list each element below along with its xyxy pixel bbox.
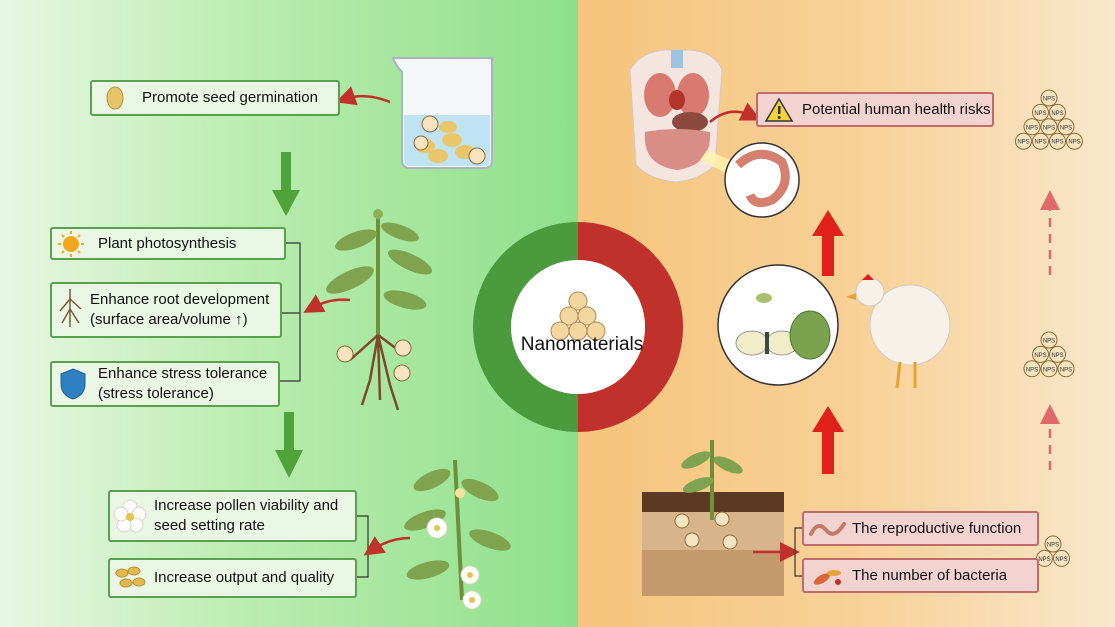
beaker-icon xyxy=(391,57,493,169)
nanoparticle-label: NPS xyxy=(1047,543,1059,549)
flowering-plant-icon xyxy=(404,459,511,610)
flower-icon xyxy=(113,499,147,533)
pollen-viability-box: Increase pollen viability and seed setti… xyxy=(108,490,357,542)
green-down-arrow-1 xyxy=(272,152,300,216)
nanoparticle xyxy=(1049,345,1066,363)
nanoparticle-label: NPS xyxy=(1043,367,1055,373)
seed-germination-label: Promote seed germination xyxy=(142,89,318,106)
nanoparticle xyxy=(1040,89,1058,107)
nanoparticle xyxy=(1023,360,1041,378)
nanoparticle-label: NPS xyxy=(1068,140,1080,146)
bacteria-count-box: The number of bacteria xyxy=(802,558,1039,593)
nanoparticle xyxy=(1053,549,1070,567)
health-risks-label: Potential human health risks xyxy=(802,100,991,118)
output-quality-label: Increase output and quality xyxy=(154,569,335,586)
nanoparticle xyxy=(1015,132,1032,150)
photosynthesis-label: Plant photosynthesis xyxy=(98,234,237,252)
soil-section-icon xyxy=(642,440,784,596)
nanoparticle xyxy=(1032,103,1049,121)
nanoparticle xyxy=(1049,132,1066,150)
nanoparticle xyxy=(1040,331,1058,349)
nanoparticle xyxy=(1040,118,1058,136)
nanoparticle-label: NPS xyxy=(1055,557,1067,563)
nanoparticle xyxy=(1032,132,1049,150)
bracket-lines-bottom xyxy=(357,515,369,578)
nanoparticle-label: NPS xyxy=(1051,353,1063,359)
root-development-label-line2: (surface area/volume ↑) xyxy=(90,311,248,328)
pollen-viability-label-line2: seed setting rate xyxy=(154,517,265,534)
health-risks-box: Potential human health risks xyxy=(756,92,994,127)
flower-to-output-arrow xyxy=(363,536,411,556)
output-quality-box: Increase output and quality xyxy=(108,558,357,598)
shield-icon xyxy=(60,368,86,400)
root-development-label-line1: Enhance root development xyxy=(90,291,270,308)
bracket-lines-right xyxy=(794,527,802,577)
nanoparticle xyxy=(1044,535,1062,553)
nanoparticle-label: NPS xyxy=(1051,111,1063,117)
plant-with-roots-icon xyxy=(326,209,433,411)
nanoparticle-label: NPS xyxy=(1060,125,1072,131)
nanoparticle-label: NPS xyxy=(1034,353,1046,359)
nanoparticle-label: NPS xyxy=(1038,557,1050,563)
root-development-box: Enhance root development (surface area/v… xyxy=(50,282,282,338)
nanoparticle-label: NPS xyxy=(1034,111,1046,117)
nanoparticle-label: NPS xyxy=(1043,125,1055,131)
organs-to-risk-arrow xyxy=(709,102,761,123)
seed-icon xyxy=(106,86,124,110)
nanomaterials-ring xyxy=(473,222,683,432)
nanoparticle-cluster-icon xyxy=(550,291,606,341)
beaker-to-seed-arrow xyxy=(335,86,391,106)
nanoparticle-label: NPS xyxy=(1026,125,1038,131)
bracket-lines-middle xyxy=(280,242,301,382)
nanoparticle xyxy=(1023,118,1041,136)
red-up-arrow-top xyxy=(812,210,844,276)
nanoparticle-label: NPS xyxy=(1043,97,1055,103)
earthworm-icon xyxy=(809,521,846,536)
bacteria-count-label: The number of bacteria xyxy=(852,566,1008,584)
nanoparticle xyxy=(1057,360,1075,378)
root-icon xyxy=(59,289,82,327)
stress-tolerance-label-line1: Enhance stress tolerance xyxy=(98,365,268,382)
plant-to-root-arrow xyxy=(303,294,351,313)
stress-tolerance-box: Enhance stress tolerance (stress toleran… xyxy=(50,361,280,407)
nanoparticle xyxy=(1032,345,1049,363)
nanoparticle xyxy=(1066,132,1083,150)
chicken-icon xyxy=(846,274,951,389)
nps-pyramid-medium: NPS NPS NPS NPS NPS NPS xyxy=(1023,331,1075,378)
human-organs-icon xyxy=(629,49,723,183)
warning-icon xyxy=(764,97,794,122)
nanoparticle-label: NPS xyxy=(1051,140,1063,146)
nps-pyramid-small: NPS NPS NPS xyxy=(1036,535,1070,567)
reproductive-function-box: The reproductive function xyxy=(802,511,1039,546)
pollen-viability-label-line1: Increase pollen viability and xyxy=(154,497,339,514)
insects-icon xyxy=(717,264,839,386)
nanoparticle-label: NPS xyxy=(1017,140,1029,146)
grains-icon xyxy=(115,566,146,588)
nanoparticle-label: NPS xyxy=(1060,367,1072,373)
nanoparticle-label: NPS xyxy=(1043,339,1055,345)
seed-germination-box: Promote seed germination xyxy=(90,80,340,116)
nanoparticle xyxy=(1049,103,1066,121)
reproductive-function-label: The reproductive function xyxy=(852,519,1022,537)
sun-icon xyxy=(58,230,84,257)
nanoparticle-label: NPS xyxy=(1034,140,1046,146)
green-down-arrow-2 xyxy=(275,412,303,478)
photosynthesis-box: Plant photosynthesis xyxy=(50,227,286,260)
nanoparticle xyxy=(1057,118,1075,136)
nanoparticle xyxy=(1040,360,1058,378)
nanomaterials-label: Nanomaterials xyxy=(520,334,644,355)
nps-pyramid-large: NPS NPS NPS NPS NPS NPS NPS NPS NPS NPS xyxy=(1015,89,1083,150)
intestine-zoom-icon xyxy=(700,142,800,218)
nanoparticle-label: NPS xyxy=(1026,367,1038,373)
bacteria-icon xyxy=(813,569,841,585)
red-up-arrow-bottom xyxy=(812,406,844,474)
stress-tolerance-label-line2: (stress tolerance) xyxy=(98,385,214,402)
